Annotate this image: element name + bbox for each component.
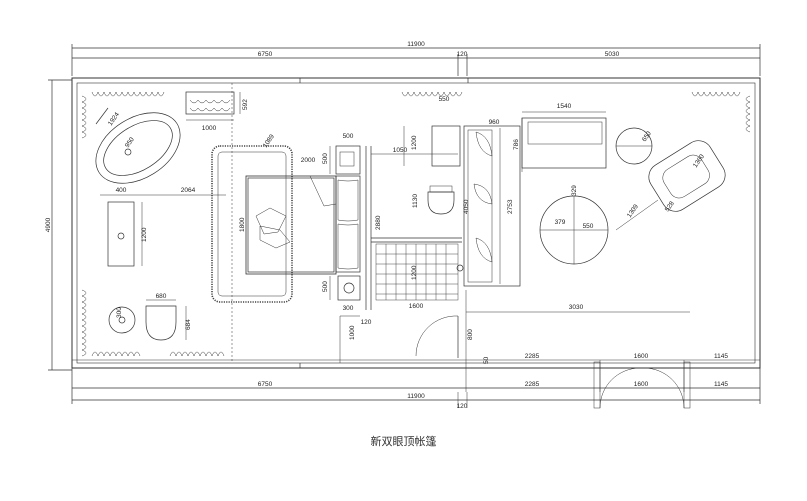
round-tables (539, 127, 653, 265)
dim-height: 4900 (45, 217, 52, 232)
dim-shower-h: 1200 (411, 265, 418, 280)
dim-bottom-3030: 3030 (569, 304, 584, 311)
dim-1000: 1000 (349, 325, 356, 340)
dim-bed-l: 2000 (301, 157, 316, 164)
bed (245, 175, 361, 275)
dim-door-800: 800 (467, 329, 474, 340)
dim-to-bed: 2064 (181, 187, 196, 194)
shower-grid (375, 243, 459, 301)
dim-sofa-h: 4050 (463, 199, 470, 214)
dim-seg2-upper: 1600 (634, 353, 649, 360)
dim-nightstand-w: 500 (343, 133, 354, 140)
shower-wall (365, 146, 462, 310)
dim-desk-h: 1200 (411, 135, 418, 150)
dim-wc-h: 684 (185, 319, 192, 330)
dim-basin-d: 300 (116, 307, 123, 318)
dim-shower-w: 1600 (409, 303, 424, 310)
dim-wall-2880: 2880 (375, 215, 382, 230)
dim-desk-w: 550 (439, 96, 450, 103)
dim-chair-1: 1360 (692, 153, 706, 169)
dim-total-top: 11900 (407, 41, 425, 48)
plan-caption: 新双眼顶帐篷 (370, 435, 437, 448)
nightstands (329, 145, 361, 301)
dim-seg3: 1145 (714, 381, 728, 388)
dim-seg1: 2285 (525, 381, 540, 388)
armchair (615, 140, 726, 231)
rug (211, 145, 293, 303)
sink-counter (100, 194, 226, 267)
dim-sofa-len: 2753 (507, 199, 514, 214)
dim-bed-w: 1800 (239, 217, 246, 232)
desk-and-toilet (403, 125, 464, 272)
dim-toilet-h: 1130 (412, 194, 419, 208)
dim-sink-w: 400 (116, 187, 127, 194)
dim-chair-2: 1309 (626, 203, 640, 219)
dim-round-d: 379 (555, 219, 566, 226)
main-sofa (463, 125, 521, 287)
dim-bath-d: 950 (124, 136, 136, 149)
dim-mid-bottom: 120 (457, 403, 468, 410)
interior-bottom (339, 290, 690, 363)
dim-sofa-w: 960 (489, 119, 500, 126)
entrance-doors (593, 361, 691, 409)
bottom-dimensions-2: 11900 120 (72, 392, 760, 410)
dim-120: 120 (361, 319, 372, 326)
dim-right-top: 5030 (605, 51, 620, 58)
dim-side-d: 786 (513, 139, 520, 150)
dim-rack-h: 592 (242, 99, 249, 110)
dim-total-bottom: 11900 (407, 393, 425, 400)
dim-wc-w: 680 (156, 293, 167, 300)
dim-left-top: 6750 (258, 51, 273, 58)
dim-nightstand2-w: 300 (343, 305, 354, 312)
outer-walls (71, 77, 761, 369)
dim-chair-5: 329 (571, 185, 578, 196)
side-sofa (521, 111, 607, 172)
dim-side-sofa: 1540 (557, 103, 572, 110)
dim-seg3-upper: 1145 (714, 353, 728, 360)
dim-table-w: 550 (583, 223, 594, 230)
dim-sink-h: 1200 (141, 227, 148, 242)
dim-seg1-upper: 2285 (525, 353, 540, 360)
dim-gap-1050: 1050 (393, 147, 408, 154)
dim-rack-w: 1000 (202, 125, 217, 132)
bottom-dimensions-1: 6750 2285 1600 1145 2285 1600 1145 (71, 353, 761, 404)
towel-rack (185, 91, 241, 121)
dim-nightstand2-h: 500 (322, 281, 329, 292)
dim-seg2: 1600 (634, 381, 649, 388)
dim-mid-top: 120 (457, 51, 468, 58)
dim-rug-d: 1089 (262, 133, 276, 149)
basin-and-wc (108, 299, 187, 341)
dim-nightstand-h: 500 (322, 153, 329, 164)
curtain-scallops (81, 91, 751, 357)
top-dimensions: 11900 6750 120 5030 (71, 41, 761, 76)
dim-left-bottom: 6750 (258, 381, 273, 388)
bathtub (95, 107, 181, 184)
left-dimension: 4900 (45, 79, 72, 371)
